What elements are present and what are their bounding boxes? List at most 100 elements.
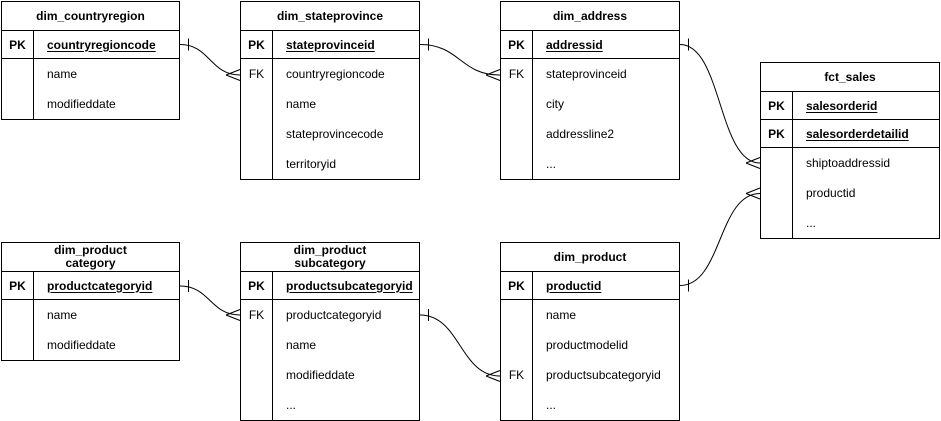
fk-label: FK xyxy=(241,59,273,89)
pk-label: PK xyxy=(241,272,273,299)
pk-label: PK xyxy=(761,120,793,147)
relation-product-fctsales[interactable] xyxy=(679,187,761,292)
field-name: modifieddate xyxy=(286,368,355,382)
key-cell xyxy=(2,89,34,119)
pk-label: PK xyxy=(241,31,273,58)
table-row: name xyxy=(2,59,179,89)
relation-address-fctsales[interactable] xyxy=(679,38,761,169)
field-name: countryregioncode xyxy=(47,37,156,52)
field-name: ... xyxy=(286,398,297,412)
field-name: productcategoryid xyxy=(286,308,382,322)
table-title: dim_stateprovince xyxy=(241,2,419,31)
table-row: FK productsubcategoryid xyxy=(501,360,679,390)
table-row: city xyxy=(501,89,679,119)
field-name: name xyxy=(47,67,78,81)
field-name: countryregioncode xyxy=(286,67,385,81)
table-row: ... xyxy=(501,390,679,420)
table-row: PK productid xyxy=(501,272,679,300)
table-title: dim_address xyxy=(501,2,679,31)
key-cell xyxy=(241,330,273,360)
table-row: PK stateprovinceid xyxy=(241,31,419,59)
table-row: PK countryregioncode xyxy=(2,31,179,59)
key-cell xyxy=(501,149,533,179)
pk-label: PK xyxy=(761,92,793,119)
table-title: dim_product xyxy=(501,243,679,272)
entity-fct-sales[interactable]: fct_sales PK salesorderid PK salesorderd… xyxy=(760,62,940,239)
pk-label: PK xyxy=(2,31,34,58)
entity-dim-stateprovince[interactable]: dim_stateprovince PK stateprovinceid FK … xyxy=(240,1,420,180)
key-cell xyxy=(761,208,793,238)
fk-label: FK xyxy=(241,300,273,330)
field-name: stateprovinceid xyxy=(546,67,627,81)
field-name: name xyxy=(286,97,317,111)
table-row: modifieddate xyxy=(2,89,179,119)
relation-line xyxy=(419,314,501,377)
key-cell xyxy=(501,89,533,119)
relation-line xyxy=(679,193,761,286)
key-cell xyxy=(241,119,273,149)
cardinality-many-icon xyxy=(745,157,761,169)
fk-label: FK xyxy=(501,360,533,390)
field-name: productsubcategoryid xyxy=(546,368,661,382)
field-name: name xyxy=(286,338,317,352)
table-row: PK productcategoryid xyxy=(2,272,179,300)
entity-dim-address[interactable]: dim_address PK addressid FK stateprovinc… xyxy=(500,1,680,180)
table-row: name xyxy=(2,300,179,330)
table-row: addressline2 xyxy=(501,119,679,149)
table-row: productmodelid xyxy=(501,330,679,360)
field-name: ... xyxy=(546,398,557,412)
entity-dim-product-subcategory[interactable]: dim_product subcategory PK productsubcat… xyxy=(240,242,420,421)
key-cell xyxy=(241,89,273,119)
field-name: shiptoaddressid xyxy=(806,156,891,170)
table-title: fct_sales xyxy=(761,63,939,92)
table-row: ... xyxy=(761,208,939,238)
entity-dim-countryregion[interactable]: dim_countryregion PK countryregioncode n… xyxy=(1,1,180,120)
cardinality-many-icon xyxy=(225,309,241,321)
field-name: modifieddate xyxy=(47,338,116,352)
relation-category-subcategory[interactable] xyxy=(179,280,241,321)
table-row: FK countryregioncode xyxy=(241,59,419,89)
key-cell xyxy=(501,119,533,149)
field-name: modifieddate xyxy=(47,97,116,111)
relation-line xyxy=(179,285,241,316)
field-name: stateprovincecode xyxy=(286,127,384,141)
pk-label: PK xyxy=(2,272,34,299)
relation-line xyxy=(419,44,501,76)
table-row: modifieddate xyxy=(2,330,179,360)
field-name: territoryid xyxy=(286,157,337,171)
relation-stateprovince-address[interactable] xyxy=(419,38,501,81)
table-row: territoryid xyxy=(241,149,419,179)
key-cell xyxy=(241,360,273,390)
field-name: productsubcategoryid xyxy=(286,278,413,293)
field-name: productid xyxy=(546,278,602,293)
key-cell xyxy=(761,178,793,208)
table-title: dim_product subcategory xyxy=(241,243,419,272)
key-cell xyxy=(501,300,533,330)
table-row: name xyxy=(241,89,419,119)
key-cell xyxy=(761,148,793,178)
key-cell xyxy=(501,330,533,360)
field-name: productmodelid xyxy=(546,338,629,352)
field-name: stateprovinceid xyxy=(286,37,375,52)
entity-dim-product-category[interactable]: dim_product category PK productcategoryi… xyxy=(1,242,180,361)
field-name: productcategoryid xyxy=(47,278,153,293)
relation-line xyxy=(679,44,761,164)
entity-dim-product[interactable]: dim_product PK productid name productmod… xyxy=(500,242,680,421)
table-row: ... xyxy=(241,390,419,420)
field-name: addressline2 xyxy=(546,127,615,141)
field-name: addressid xyxy=(546,37,603,52)
table-row: PK salesorderdetailid xyxy=(761,120,939,148)
relation-subcategory-product[interactable] xyxy=(419,309,501,382)
field-name: salesorderid xyxy=(806,98,878,113)
key-cell xyxy=(2,59,34,89)
key-cell xyxy=(2,300,34,330)
table-row: productid xyxy=(761,178,939,208)
fk-label: FK xyxy=(501,59,533,89)
table-row: stateprovincecode xyxy=(241,119,419,149)
table-row: PK salesorderid xyxy=(761,92,939,120)
field-name: salesorderdetailid xyxy=(806,126,909,141)
relation-countryregion-stateprovince[interactable] xyxy=(179,38,241,81)
field-name: city xyxy=(546,97,564,111)
field-name: ... xyxy=(806,216,817,230)
